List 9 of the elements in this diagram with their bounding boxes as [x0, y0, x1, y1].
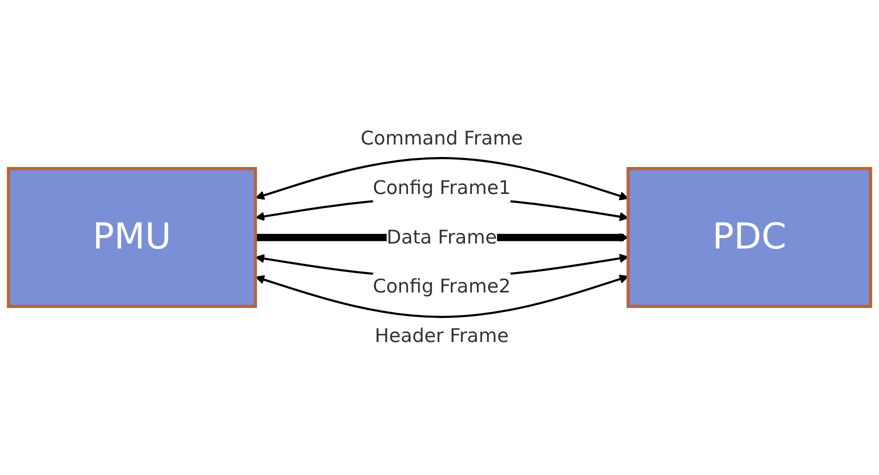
edge-label: Header Frame: [374, 325, 509, 348]
arrow: [255, 157, 629, 200]
node-box: PMU: [6, 167, 257, 308]
edge-label: Data Frame: [386, 226, 497, 249]
edge-label: Config Frame1: [372, 177, 511, 200]
edge-label: Command Frame: [360, 128, 523, 150]
node-box: PDC: [626, 167, 872, 308]
arrow: [255, 274, 629, 318]
edge-label: Config Frame2: [372, 276, 511, 298]
